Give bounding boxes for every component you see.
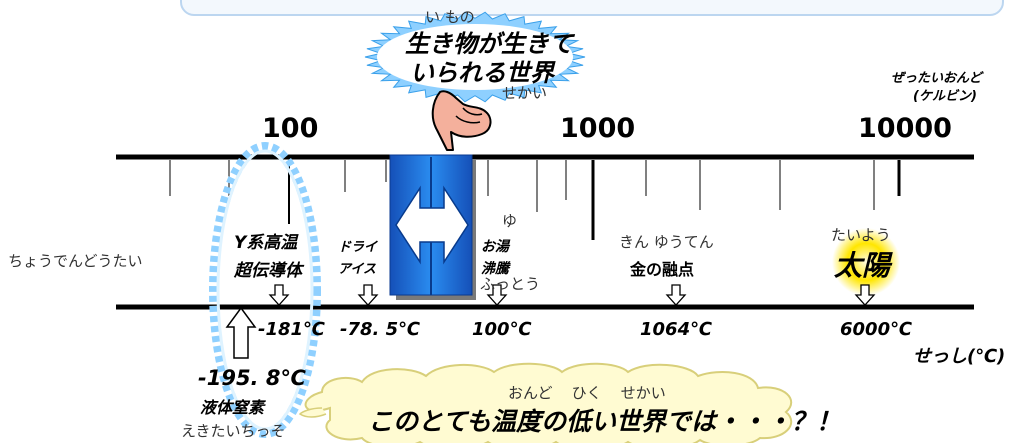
- nitrogen-up-arrow: [225, 306, 257, 359]
- kelvin-label-100: 100: [262, 113, 319, 144]
- down-arrow-2: [486, 284, 508, 306]
- superconductor-line2: 超伝導体: [234, 261, 302, 281]
- kelvin-label-10000: 10000: [858, 113, 952, 144]
- nitrogen-label: 液体窒素: [200, 398, 265, 417]
- boiling-ruby1: ゆ: [502, 212, 518, 230]
- living-range-band: [389, 154, 476, 300]
- sun-label: 太陽: [834, 249, 891, 282]
- down-arrows: [268, 284, 876, 306]
- caption-cloud: [298, 362, 793, 443]
- down-arrow-0: [268, 284, 290, 306]
- cloud-caption-text: このとても温度の低い世界では・・・？！: [368, 407, 842, 436]
- kelvin-unit-line1: ぜったいおんど: [891, 71, 982, 86]
- nitrogen-temp: -195. 8℃: [198, 366, 306, 390]
- sun-glow: [832, 228, 900, 296]
- dry-ice-line1: ドライ: [338, 240, 378, 255]
- boiling-line1: お湯: [481, 239, 509, 255]
- kelvin-unit-line2: (ケルビン): [913, 89, 977, 104]
- boiling-ruby2: ふっとう: [480, 275, 541, 293]
- sun-ruby: たいよう: [831, 226, 891, 244]
- living-line2: いられる世界: [410, 59, 554, 87]
- living-line1: 生き物が生きて: [405, 30, 573, 58]
- living-ruby: い もの: [425, 8, 475, 26]
- boiling-line2: 沸騰: [481, 261, 509, 277]
- down-arrow-1: [357, 284, 379, 306]
- kelvin-tick-marks: [169, 160, 901, 240]
- superconductor-temp: -181℃: [258, 319, 325, 340]
- dry-ice-temp: -78. 5℃: [340, 319, 420, 340]
- gold-ruby: きん ゆうてん: [619, 233, 714, 251]
- gold-temp: 1064℃: [640, 319, 712, 340]
- nitrogen-ruby: えきたいちっそ: [181, 422, 286, 440]
- gold-label: 金の融点: [630, 260, 695, 279]
- superconductor-ruby: ちょうでんどうたい: [8, 252, 143, 270]
- down-arrow-3: [665, 284, 687, 306]
- sun-temp: 6000℃: [840, 319, 912, 340]
- superconductor-glow-ring: [209, 142, 321, 438]
- down-arrow-4: [854, 284, 876, 306]
- dry-ice-line2: アイス: [338, 262, 376, 277]
- pointing-hand-icon: [431, 90, 492, 151]
- living-world-bubble: [364, 11, 586, 103]
- living-ruby2: せかい: [502, 84, 548, 102]
- kelvin-label-1000: 1000: [560, 113, 636, 144]
- cloud-ruby: おんど ひく せかい: [508, 384, 666, 402]
- superconductor-line1: Y系高温: [234, 233, 298, 253]
- celsius-unit: せっし(℃): [913, 346, 1006, 367]
- boiling-temp: 100℃: [472, 319, 532, 340]
